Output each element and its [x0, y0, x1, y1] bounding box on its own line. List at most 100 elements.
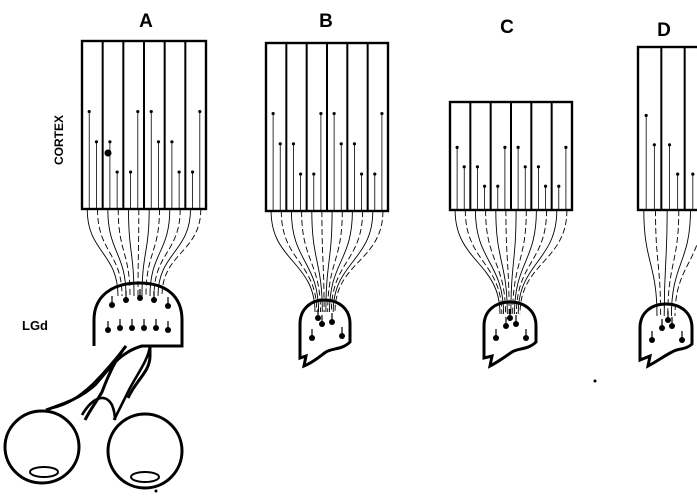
axon-terminal — [279, 142, 282, 145]
projection-fiber — [271, 211, 315, 312]
axon-terminal — [503, 146, 506, 149]
projection-fiber — [455, 210, 500, 314]
projection-fiber — [520, 210, 567, 314]
lgn-cell — [679, 337, 685, 343]
axon-terminal — [340, 142, 343, 145]
lgn-cells-d — [649, 311, 685, 343]
axon-terminal — [524, 165, 527, 168]
axon-terminal — [353, 142, 356, 145]
cortex-a-blob — [105, 150, 112, 157]
projection-fiber — [516, 210, 546, 314]
projection-fiber — [333, 211, 373, 312]
lgn-cell — [153, 325, 159, 331]
projection-fiber — [664, 210, 667, 316]
lgn-cell — [315, 315, 321, 321]
axon-terminal — [108, 140, 111, 143]
lgn-cell — [137, 295, 143, 301]
lgn-cell — [513, 321, 519, 327]
lgn-cell — [669, 323, 675, 329]
lgn-cell — [151, 297, 157, 303]
axon-terminal — [299, 172, 302, 175]
axon-terminal — [95, 140, 98, 143]
axon-terminal — [198, 110, 201, 113]
lgn-cell — [165, 303, 171, 309]
panel-label-c: C — [500, 17, 514, 38]
fibers-b — [271, 211, 383, 312]
right-eye-mark — [155, 490, 158, 493]
axon-terminal — [170, 140, 173, 143]
axon-terminal — [537, 165, 540, 168]
axon-terminal — [557, 185, 560, 188]
lgn-cell — [339, 333, 345, 339]
axon-terminal — [129, 170, 132, 173]
lgn-cell — [503, 323, 509, 329]
projection-fiber — [291, 211, 318, 312]
axon-terminal — [150, 110, 153, 113]
projection-fiber — [475, 210, 503, 314]
lgn-cell — [649, 337, 655, 343]
fibers-d — [644, 210, 697, 316]
projection-fiber — [162, 209, 201, 296]
axon-terminal — [312, 172, 315, 175]
axon-terminal — [676, 173, 679, 176]
projection-fiber — [87, 209, 118, 296]
axon-terminal — [333, 112, 336, 115]
projection-fiber — [675, 210, 697, 316]
projection-fiber — [281, 211, 317, 312]
lgn-cells-b — [309, 309, 345, 341]
cortex-block-d — [638, 47, 697, 210]
lgn-cell — [105, 327, 111, 333]
axon-terminal — [191, 170, 194, 173]
axon-terminal — [456, 146, 459, 149]
lgn-cell — [329, 319, 335, 325]
axon-terminal — [668, 143, 671, 146]
lgn-cell — [523, 335, 529, 341]
cortex-outline — [638, 47, 697, 210]
axon-terminal — [483, 185, 486, 188]
lgn-nucleus-d — [640, 304, 692, 366]
right-eye-lens — [131, 472, 159, 482]
projection-fiber — [158, 209, 191, 296]
axon-terminal — [178, 170, 181, 173]
axon-terminal — [653, 143, 656, 146]
axon-terminal — [373, 172, 376, 175]
stray-dot — [594, 380, 597, 383]
panel-label-b: B — [319, 11, 333, 32]
axon-terminal — [360, 172, 363, 175]
projection-fiber — [326, 211, 332, 312]
lgn-cell — [493, 335, 499, 341]
lgn-cell — [507, 315, 513, 321]
axon-terminal — [116, 170, 119, 173]
right-eye — [108, 414, 182, 488]
panel-label-d: D — [657, 20, 671, 41]
projection-fiber — [518, 210, 557, 314]
axon-terminal — [496, 185, 499, 188]
projection-fiber — [335, 211, 383, 312]
lgn-cell — [165, 327, 171, 333]
axon-terminal — [272, 112, 275, 115]
lgd-label: LGd — [22, 318, 48, 333]
axon-terminal — [88, 110, 91, 113]
projection-fiber — [154, 209, 180, 296]
lgn-cell — [309, 335, 315, 341]
lgn-cell — [665, 317, 671, 323]
axon-terminal — [157, 140, 160, 143]
cortex-label: CORTEX — [52, 115, 66, 165]
axon-terminal — [517, 146, 520, 149]
projection-fiber — [644, 210, 657, 316]
projection-fiber — [496, 210, 508, 314]
axon-terminal — [476, 165, 479, 168]
axon-terminal — [380, 112, 383, 115]
projection-fiber — [330, 211, 353, 312]
lgn-cell — [117, 325, 123, 331]
projection-fiber — [671, 210, 690, 316]
axon-terminal — [463, 165, 466, 168]
axon-terminal — [319, 112, 322, 115]
lgn-cell — [319, 321, 325, 327]
axon-terminal — [564, 146, 567, 149]
projection-fiber — [668, 210, 679, 316]
projection-fiber — [506, 210, 509, 314]
axon-terminal — [292, 142, 295, 145]
lgn-cell — [109, 302, 115, 308]
fibers-c — [455, 210, 567, 314]
